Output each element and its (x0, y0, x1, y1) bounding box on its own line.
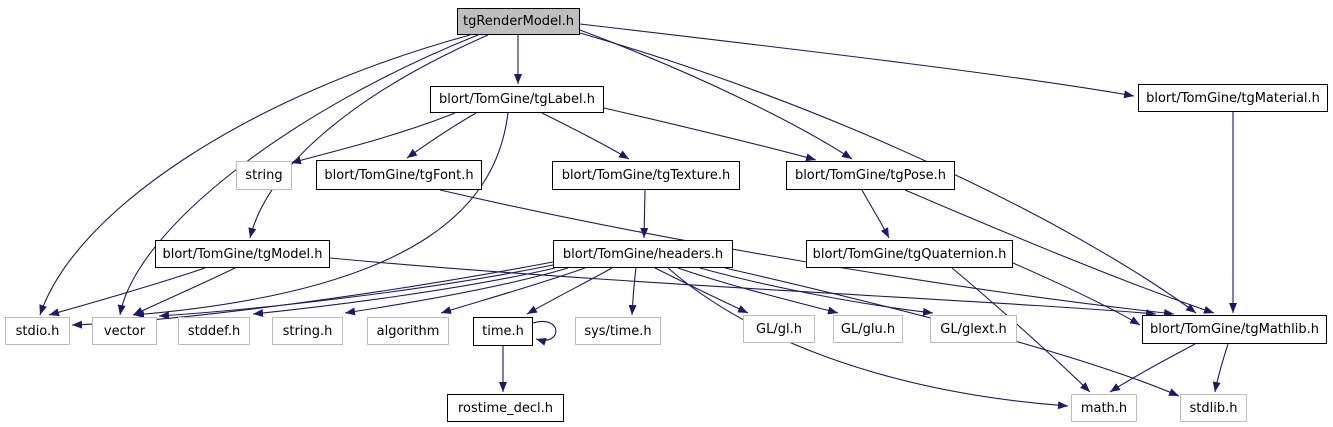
node-render[interactable]: tgRenderModel.h (457, 8, 580, 35)
node-headers[interactable]: blort/TomGine/headers.h (553, 240, 733, 268)
edge-render-to-model (248, 34, 489, 239)
edge-model-to-stdio (48, 267, 206, 317)
edge-label-to-pose (603, 107, 817, 162)
edge-headers-to-stdio (71, 261, 554, 329)
edge-headers-to-glu (677, 267, 839, 315)
node-algorithm: algorithm (367, 317, 449, 345)
edge-headers-to-glext (699, 267, 934, 316)
edge-quat-to-mathlib (1012, 262, 1141, 326)
edge-label-to-string (290, 112, 456, 165)
node-vector: vector (92, 317, 157, 345)
edge-model-to-vector (132, 267, 236, 316)
edge-quat-to-math (951, 267, 1091, 393)
node-texture[interactable]: blort/TomGine/tgTexture.h (552, 161, 740, 190)
node-pose[interactable]: blort/TomGine/tgPose.h (786, 161, 955, 190)
node-time[interactable]: time.h (473, 317, 533, 346)
node-glu: GL/glu.h (833, 315, 903, 343)
edge-headers-to-algorithm (440, 267, 586, 314)
node-gl: GL/gl.h (743, 315, 815, 343)
edge-pose-to-mathlib (904, 189, 1215, 314)
edge-render-to-stdio (39, 34, 471, 316)
node-stdio: stdio.h (5, 317, 70, 345)
edge-headers-to-stringh (344, 267, 569, 316)
edge-headers-to-vector (158, 264, 554, 320)
node-rostime[interactable]: rostime_decl.h (447, 394, 564, 422)
node-string: string (236, 161, 292, 190)
node-model[interactable]: blort/TomGine/tgModel.h (155, 240, 330, 268)
edge-headers-to-time (526, 267, 613, 315)
node-stringh: string.h (272, 317, 343, 345)
node-glext: GL/glext.h (930, 315, 1017, 343)
node-mathlib[interactable]: blort/TomGine/tgMathlib.h (1142, 315, 1327, 344)
node-stddef: stddef.h (178, 317, 250, 345)
edge-pose-to-quat (861, 189, 890, 239)
edge-mathlib-to-math (1109, 343, 1196, 393)
node-font[interactable]: blort/TomGine/tgFont.h (316, 160, 482, 190)
edge-render-to-mathlib (579, 32, 1197, 314)
node-math: math.h (1071, 394, 1137, 422)
node-quat[interactable]: blort/TomGine/tgQuaternion.h (806, 240, 1013, 268)
edge-texture-to-headers (640, 189, 649, 239)
node-material[interactable]: blort/TomGine/tgMaterial.h (1138, 84, 1328, 112)
edge-label-to-font (406, 112, 477, 159)
edge-label-to-vector (133, 112, 509, 319)
edge-label-to-texture (541, 112, 630, 160)
node-stdlib: stdlib.h (1180, 394, 1247, 422)
edge-headers-to-math (667, 267, 1069, 410)
edge-mathlib-to-stdlib (1212, 343, 1229, 393)
edge-model-to-mathlib (329, 257, 1157, 318)
edge-headers-to-gl (654, 267, 749, 314)
node-systime: sys/time.h (575, 317, 661, 345)
node-label[interactable]: blort/TomGine/tgLabel.h (430, 86, 604, 113)
edge-render-to-material (579, 23, 1135, 99)
edge-render-to-pose (579, 29, 853, 160)
edge-time-to-time (532, 320, 557, 346)
edge-render-to-vector (117, 34, 479, 316)
edge-headers-to-systime (628, 267, 637, 316)
edge-headers-to-stddef (252, 267, 556, 317)
